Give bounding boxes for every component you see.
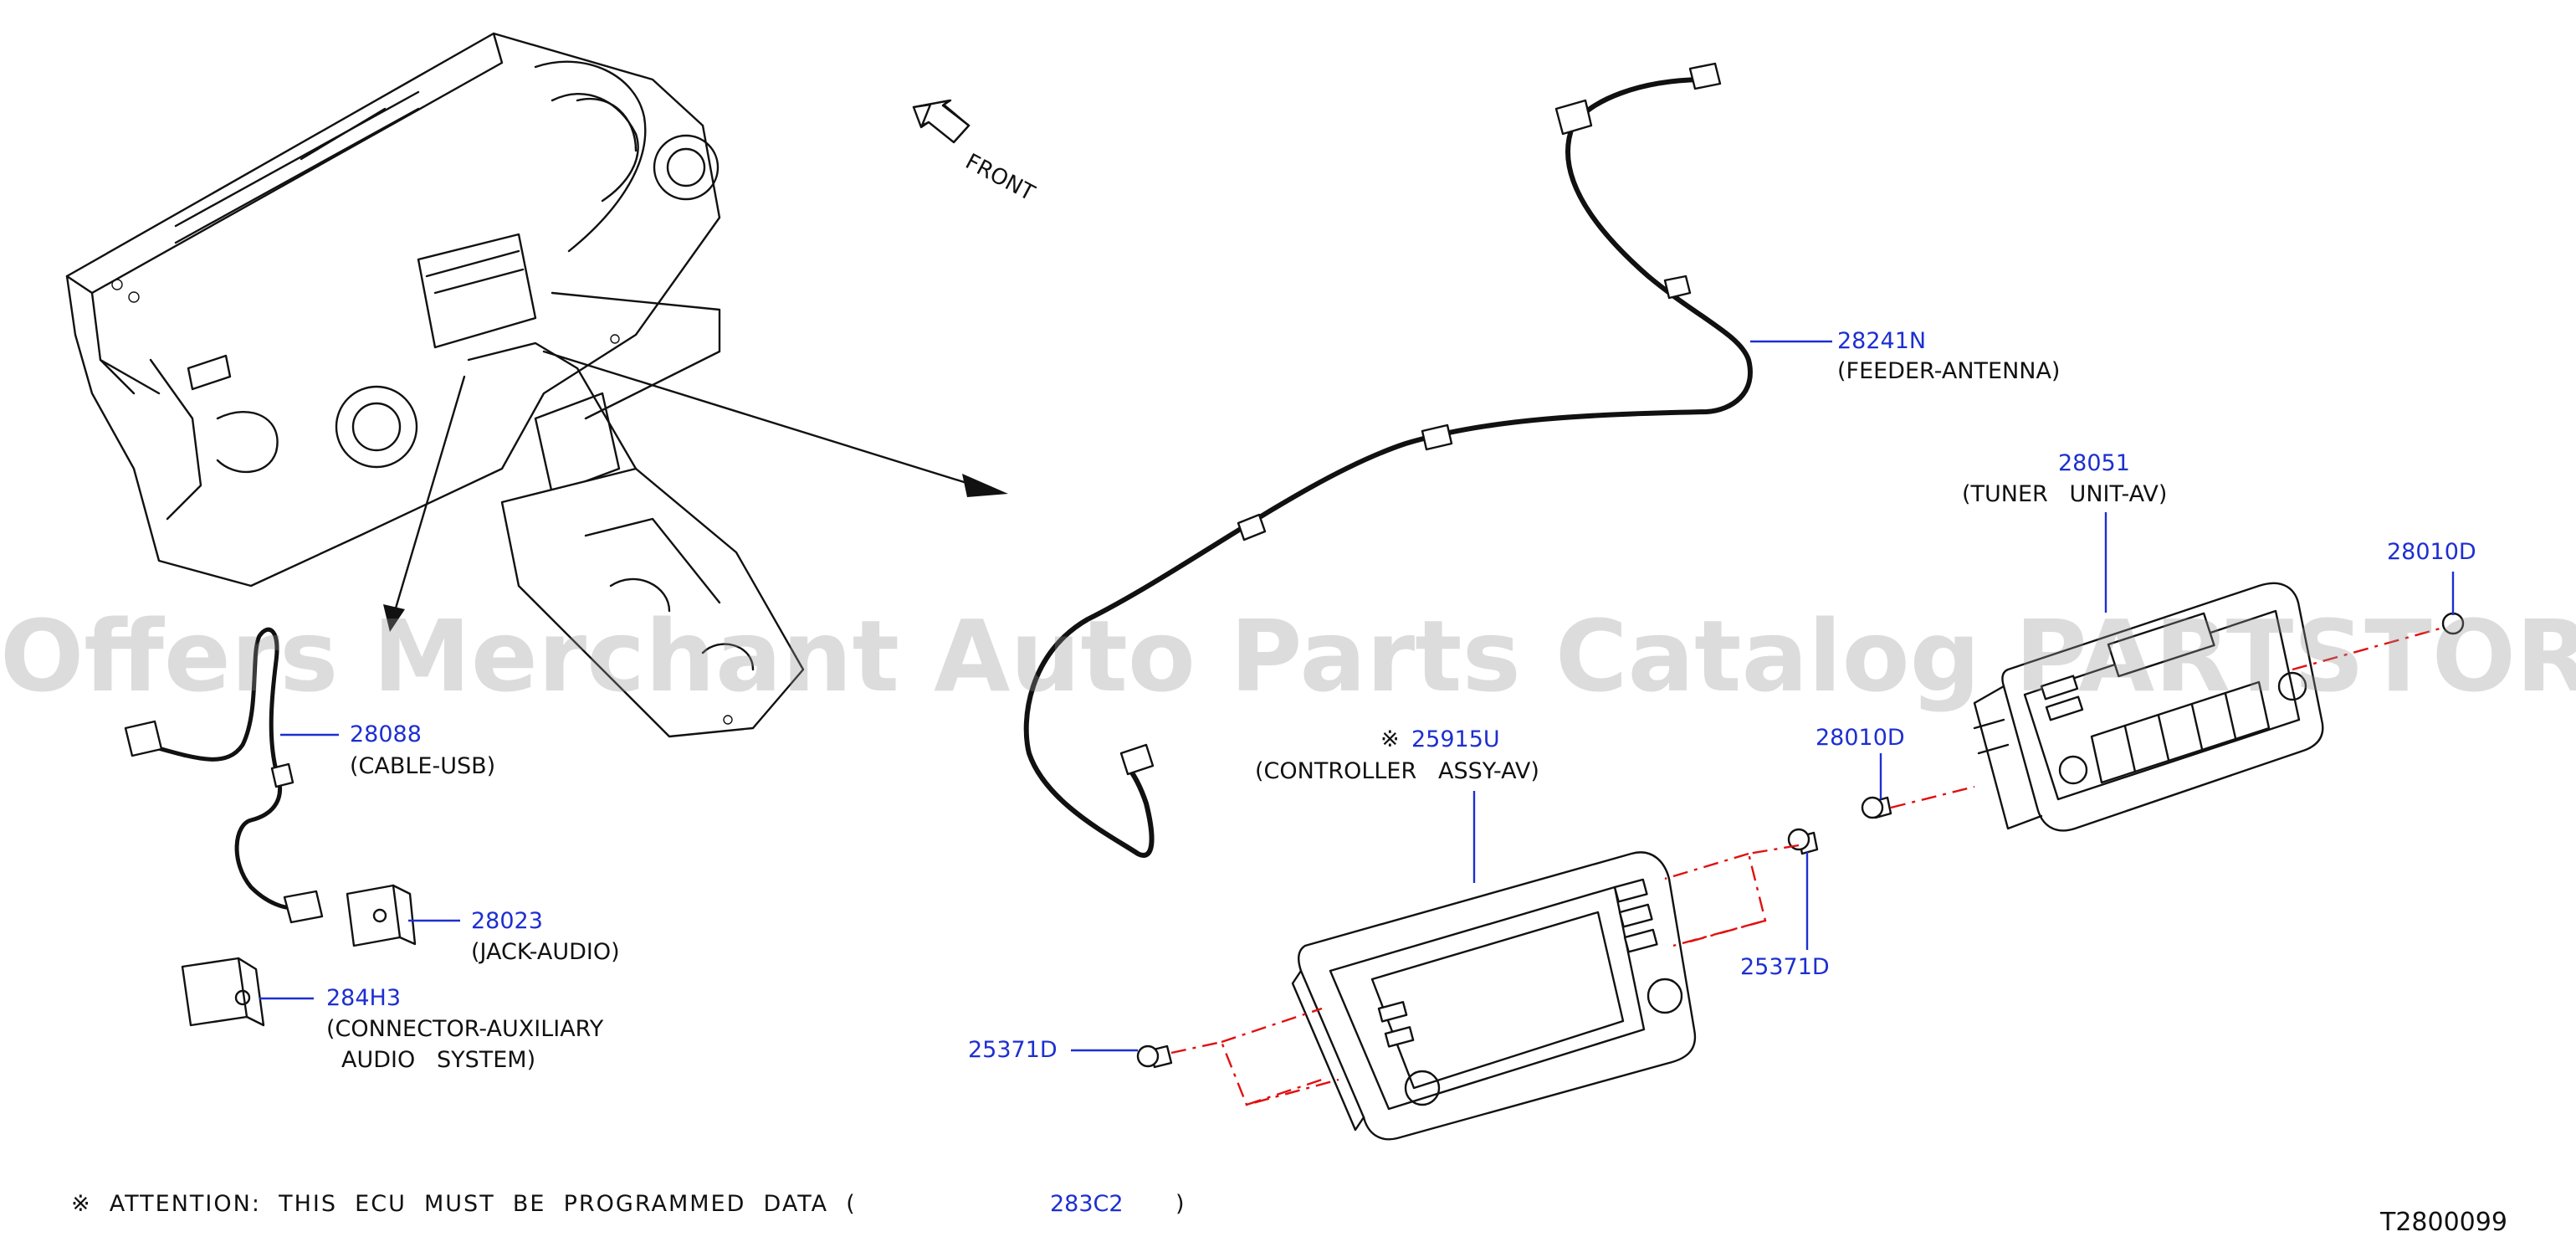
watermark: Offers Merchant Auto Parts Catalog PARTS… [0, 598, 2576, 714]
part-number-28051[interactable]: 28051 [2058, 450, 2130, 476]
part-name-connector-auxiliary-line2: AUDIO SYSTEM) [341, 1047, 536, 1073]
part-number-283c2[interactable]: 283C2 [1050, 1191, 1124, 1217]
pointer-arrow-controller [542, 350, 976, 487]
pointer-arrow-usb [393, 375, 466, 613]
part-name-controller-assy: (CONTROLLER ASSY-AV) [1255, 758, 1539, 784]
part-number-28023[interactable]: 28023 [471, 908, 543, 934]
part-number-284h3[interactable]: 284H3 [326, 985, 402, 1011]
dashboard-illustration [65, 32, 805, 738]
screw-25371d-left [1136, 1044, 1173, 1069]
attention-note: ※ ATTENTION: THIS ECU MUST BE PROGRAMMED… [71, 1191, 857, 1217]
part-name-jack-audio: (JACK-AUDIO) [471, 939, 620, 965]
part-name-feeder-antenna: (FEEDER-ANTENNA) [1837, 358, 2061, 384]
screw-28010d-left [1861, 796, 1892, 819]
part-number-25371d-left[interactable]: 25371D [968, 1037, 1058, 1063]
part-number-28088[interactable]: 28088 [350, 721, 422, 747]
mount-line [1672, 844, 1800, 947]
diagram-code: T2800099 [2380, 1208, 2507, 1237]
mount-line [1246, 1078, 1323, 1106]
part-name-cable-usb: (CABLE-USB) [350, 753, 496, 779]
part-name-connector-auxiliary: (CONNECTOR-AUXILIARY [326, 1016, 604, 1042]
mount-line [1664, 852, 1749, 880]
tuner-unit-illustration [1973, 582, 2324, 832]
aux-connector-illustration [181, 957, 265, 1027]
screw-25371d-right [1787, 828, 1819, 855]
part-number-28010d-right[interactable]: 28010D [2387, 539, 2476, 565]
part-number-28241n[interactable]: 28241N [1837, 328, 1927, 354]
controller-assy-illustration [1291, 851, 1697, 1141]
usb-cable-illustration [124, 627, 324, 924]
attention-note-close: ) [1175, 1191, 1186, 1217]
part-number-25915u[interactable]: 25915U [1411, 726, 1500, 752]
mount-line [1890, 785, 1975, 809]
mount-line [2292, 626, 2444, 671]
part-number-25371d-right[interactable]: 25371D [1740, 954, 1830, 980]
arrowhead-icon [962, 474, 1008, 497]
mount-line [1221, 1007, 1323, 1044]
arrowhead-icon [383, 604, 405, 632]
feeder-antenna-illustration [1023, 62, 1753, 858]
mount-line [1170, 1040, 1339, 1106]
part-number-28010d-left[interactable]: 28010D [1815, 725, 1905, 751]
mount-line [1689, 919, 1766, 943]
jack-audio-illustration [346, 884, 417, 947]
part-name-tuner-unit: (TUNER UNIT-AV) [1962, 481, 2168, 507]
attention-mark-icon: ※ [1380, 726, 1400, 752]
